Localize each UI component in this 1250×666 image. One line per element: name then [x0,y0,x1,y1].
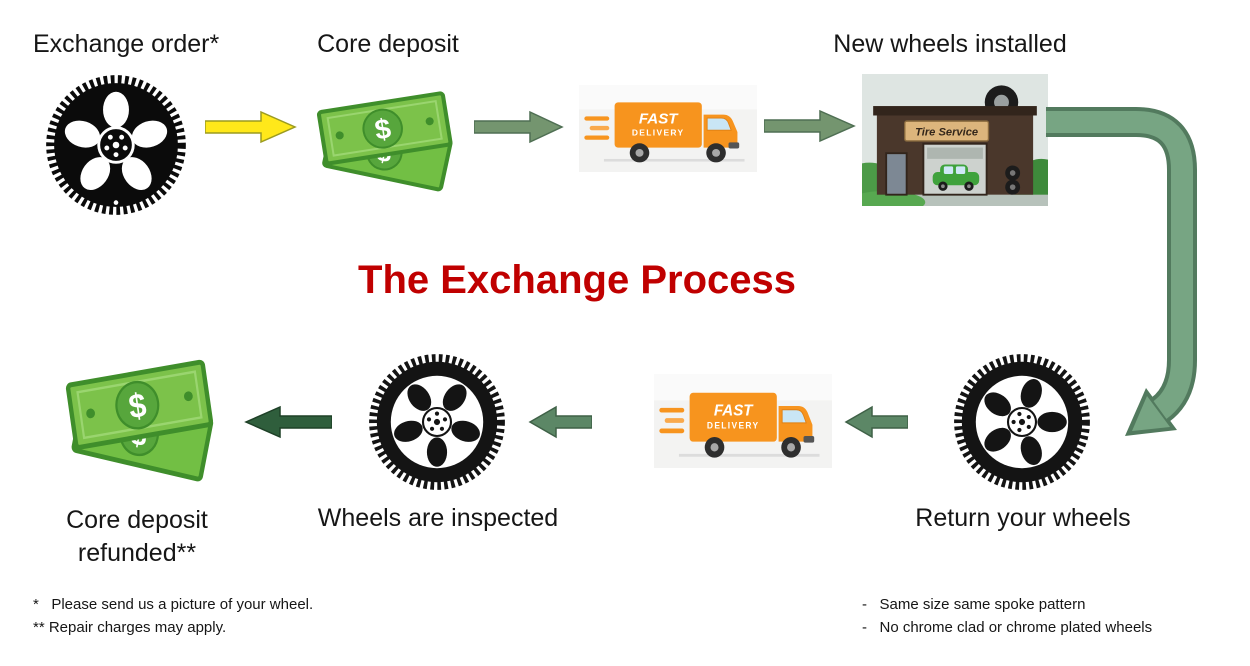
wheel-icon-exchange [46,75,186,215]
delivery-truck-icon-return: FAST DELIVERY [654,374,832,468]
tire-shop-icon: Tire Service [862,74,1048,206]
order-to-deposit-arrow-icon [205,110,297,144]
wheel-icon-inspected [369,354,505,490]
truck-text-delivery: DELIVERY [632,128,685,138]
truck-text-fast: FAST [639,110,680,127]
label-wheels-are-inspected: Wheels are inspected [317,504,559,532]
return-to-shipping-arrow-icon [844,405,908,439]
label-exchange-order: Exchange order* [33,30,220,58]
install-to-return-curved-arrow-icon [1046,107,1197,436]
shipping-to-install-arrow-icon [764,109,856,143]
footnote-picture: * Please send us a picture of your wheel… [33,596,314,613]
note-spoke-pattern: - Same size same spoke pattern [862,596,1086,613]
truck-text-fast: FAST [714,402,754,419]
footnote-repair: ** Repair charges may apply. [33,619,227,636]
money-icon-refund: $ $ [65,359,214,482]
label-new-wheels-installed: New wheels installed [833,30,1067,58]
dollar-sign-icon: $ [126,386,148,426]
shipping-to-inspection-arrow-icon [528,405,592,439]
deposit-to-shipping-arrow-icon [474,110,564,144]
label-core-deposit-refunded: Core deposit refunded** [66,504,208,570]
wheel-icon-return [954,354,1090,490]
dollar-sign-icon: $ [372,112,393,146]
truck-text-delivery: DELIVERY [707,420,760,430]
label-refund-line2: refunded** [77,539,197,567]
label-core-deposit: Core deposit [317,30,459,58]
inspection-to-refund-arrow-icon [244,405,332,439]
shop-sign-text: Tire Service [915,126,978,138]
diagram-title: The Exchange Process [358,258,796,302]
delivery-truck-icon-outbound: FAST DELIVERY [579,85,757,172]
money-icon-core-deposit: $ $ [316,91,453,192]
label-return-your-wheels: Return your wheels [915,504,1131,532]
note-chrome: - No chrome clad or chrome plated wheels [862,619,1153,636]
label-refund-line1: Core deposit [66,506,208,534]
